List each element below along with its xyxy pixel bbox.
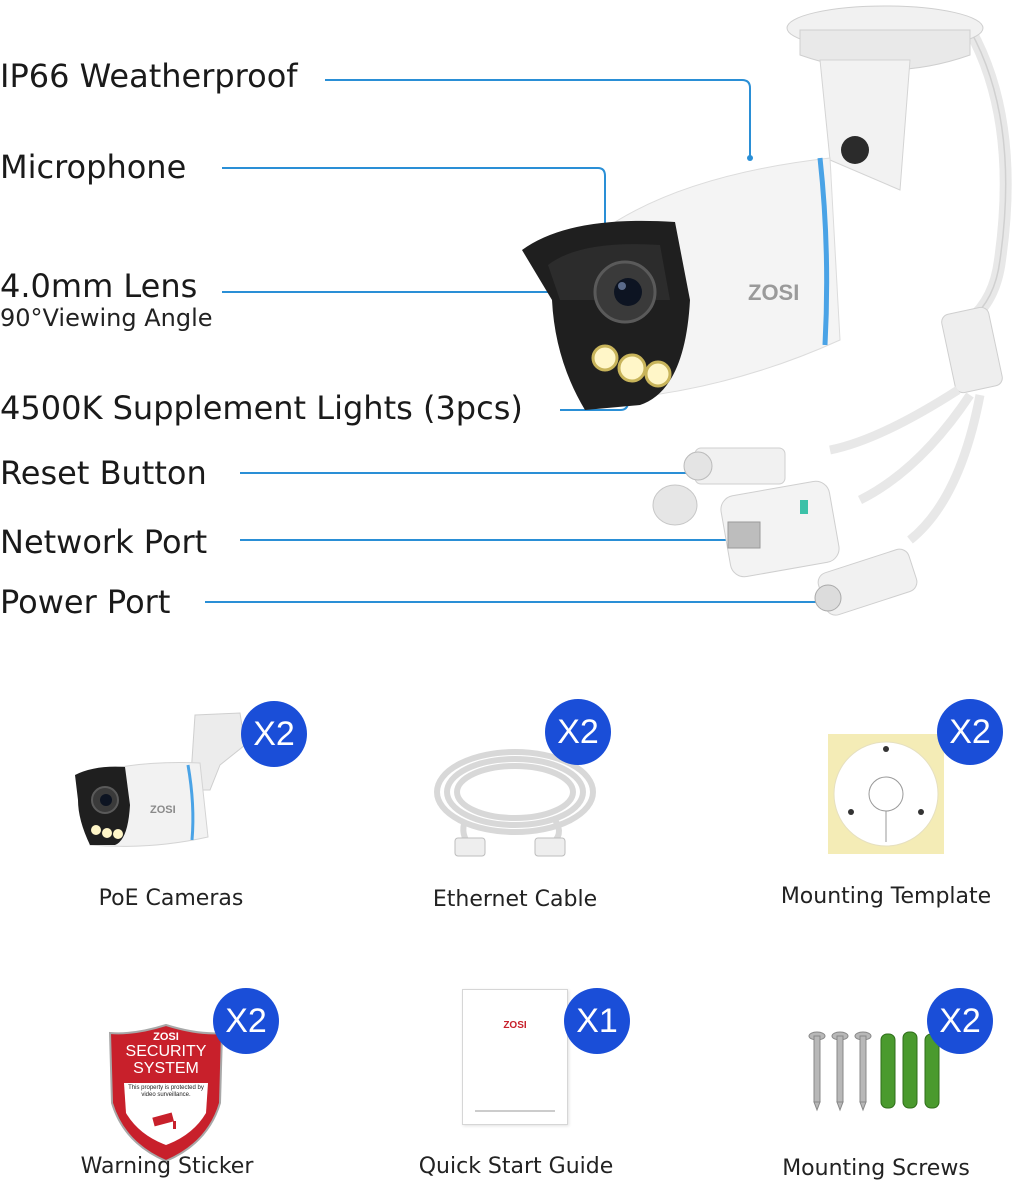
camera-brand: ZOSI [748,280,799,305]
qty-badge-poe-cameras: X2 [241,701,307,767]
qty-badge-quick-start-guide: X1 [564,988,630,1054]
package-label: Mounting Screws [782,1156,970,1181]
ethernet-cable-image [434,749,596,857]
sticker-small-text: This property is protected by video surv… [128,1085,204,1098]
guide-brand: ZOSI [503,1020,527,1031]
sticker-line1: SECURITY [125,1043,207,1060]
camera-illustration: ZOSI [522,5,1012,616]
package-label: Quick Start Guide [418,1154,614,1179]
sticker-line2: SYSTEM [133,1060,199,1077]
feature-power: Power Port [0,583,171,621]
mounting-template-image [828,734,944,854]
feature-reset: Reset Button [0,454,207,492]
warning-sticker-image: ZOSI SECURITY SYSTEM This property is pr… [108,1023,224,1163]
package-label: Ethernet Cable [432,887,598,912]
qty-badge-mounting-template: X2 [937,699,1003,765]
feature-lights: 4500K Supplement Lights (3pcs) [0,389,523,427]
package-label: Mounting Template [780,884,992,909]
package-label: PoE Cameras [98,886,244,911]
poe-camera-brand: ZOSI [150,804,176,816]
feature-microphone: Microphone [0,148,187,186]
mounting-screws-image [808,1031,940,1112]
qty-badge-mounting-screws: X2 [927,988,993,1054]
feature-network: Network Port [0,523,208,561]
package-label: Warning Sticker [80,1154,254,1179]
poe-camera-image: ZOSI [75,712,246,847]
quick-start-guide-image: ZOSI [462,989,568,1125]
qty-badge-ethernet-cable: X2 [545,699,611,765]
sticker-camera-icon [152,1112,176,1129]
qty-badge-warning-sticker: X2 [213,988,279,1054]
feature-ip66: IP66 Weatherproof [0,57,298,95]
sticker-brand: ZOSI [153,1031,179,1043]
feature-lens-sub: 90°Viewing Angle [0,304,213,332]
